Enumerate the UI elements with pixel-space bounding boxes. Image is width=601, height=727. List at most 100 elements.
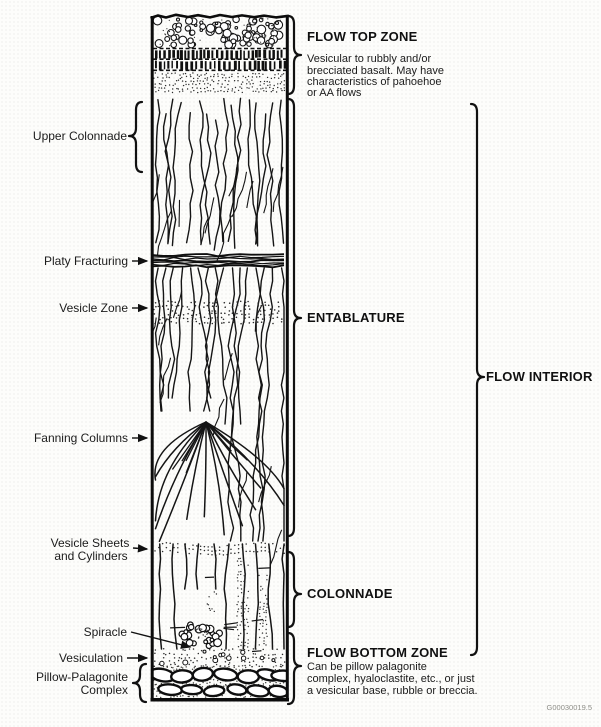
zone-title-flow-top: FLOW TOP ZONE — [307, 29, 418, 44]
spiracle-blob — [185, 638, 194, 647]
pillow-shape — [267, 684, 287, 699]
upper-colonnade-brace — [127, 100, 144, 174]
platy-fracture-line — [152, 253, 285, 258]
fracture-line — [154, 99, 161, 244]
vesicle-blob — [170, 41, 178, 49]
fracture-line — [185, 112, 194, 244]
vesicle-blob — [174, 26, 182, 33]
colonnade-brace — [286, 550, 303, 629]
zone-desc-flow-top-2: brecciated basalt. May have — [307, 65, 444, 77]
fracture-line — [256, 267, 266, 542]
spiracle-arrow — [130, 631, 192, 649]
pillow-shape — [246, 684, 270, 698]
fracture-line — [162, 113, 170, 245]
label-pillow-palagonite-line2: Complex — [81, 683, 128, 697]
vesicle-blob — [187, 37, 194, 44]
vesicle-blob — [214, 21, 219, 26]
fanning-column-line — [186, 421, 207, 521]
fracture-line — [255, 113, 267, 245]
fanning-column-line — [203, 421, 207, 518]
platy-fracture-line — [152, 256, 285, 261]
zone-title-colonnade: COLONNADE — [307, 586, 393, 601]
vesicle-blob — [274, 20, 280, 26]
fracture-line — [187, 267, 196, 412]
pillow-palagonite-brace — [131, 662, 148, 704]
label-vesicle-zone: Vesicle Zone — [59, 301, 128, 315]
pillow-shape — [180, 683, 204, 696]
pillow-shape — [170, 669, 194, 684]
label-vesicle-sheets-line1: Vesicle Sheets — [51, 536, 130, 550]
vesicle-blob — [256, 24, 267, 35]
pillow-shape — [236, 669, 261, 685]
label-fanning-columns: Fanning Columns — [34, 431, 128, 445]
spiracle-blob — [198, 623, 208, 633]
fracture-line — [219, 97, 229, 243]
vesicle-blob — [170, 34, 178, 42]
vesicle-blob — [234, 25, 239, 30]
platy-fracture-line — [152, 261, 284, 265]
label-vesiculation: Vesiculation — [59, 651, 123, 665]
fracture-line — [281, 543, 285, 650]
fanning-column-line — [205, 421, 285, 507]
pillow-shape — [226, 683, 248, 696]
vesicle-sheets-arrow — [132, 544, 149, 553]
fracture-line — [278, 99, 285, 244]
vesicle-blob — [265, 42, 270, 47]
spiracle-blob — [180, 632, 189, 641]
fanning-column-line — [154, 421, 207, 478]
column-rock-textures — [152, 15, 287, 699]
fracture-line — [213, 543, 217, 590]
vesicle-blob — [178, 35, 188, 45]
vesicle-blob — [214, 26, 223, 35]
fracture-line — [214, 267, 228, 425]
vesicle-blob — [252, 18, 258, 24]
vesicle-blob — [164, 36, 171, 42]
flow-bottom-zone-brace — [286, 631, 303, 706]
vesicle-blob — [189, 29, 196, 36]
platy-fracture-line — [152, 264, 285, 269]
fracture-line — [280, 267, 285, 542]
vesicle-blob — [246, 41, 252, 47]
vesicle-blob — [184, 25, 192, 32]
pillow-shape — [191, 666, 215, 682]
column-top-wavy-border — [150, 13, 289, 20]
fracture-line — [230, 267, 249, 542]
fanning-column-line — [154, 421, 207, 481]
fracture-line — [227, 267, 241, 542]
flow-column-frame — [150, 13, 289, 702]
zone-title-entablature: ENTABLATURE — [307, 310, 405, 325]
fracture-line — [266, 102, 275, 247]
vesicle-blob — [175, 17, 181, 22]
fracture-line — [167, 267, 176, 399]
fracture-line — [267, 543, 274, 650]
fracture-line — [183, 543, 188, 590]
spiracle-blob — [183, 629, 189, 635]
figure-id-number: G00030019.5 — [547, 703, 592, 712]
spiracle-blob — [209, 637, 215, 643]
fracture-line — [213, 119, 221, 251]
fanning-column-line — [205, 421, 225, 536]
zone-title-flow-interior: FLOW INTERIOR — [486, 369, 593, 384]
zone-desc-flow-top-1: Vesicular to rubbly and/or — [307, 53, 431, 65]
fracture-line — [227, 97, 242, 242]
fracture-line — [223, 543, 230, 650]
vesicle-blob — [230, 38, 237, 45]
vesicle-blob — [199, 20, 204, 25]
pillow-shape — [157, 683, 184, 697]
vesicle-blob — [256, 36, 266, 45]
vesicle-blob — [246, 25, 252, 32]
zone-title-flow-bottom: FLOW BOTTOM ZONE — [307, 645, 448, 660]
flow-interior-brace — [469, 102, 486, 657]
fracture-line — [257, 267, 274, 542]
pillow-shape — [212, 667, 239, 682]
vesicle-blob — [244, 31, 252, 39]
fracture-line — [164, 98, 174, 243]
label-platy-fracturing: Platy Fracturing — [44, 254, 128, 268]
label-spiracle: Spiracle — [84, 625, 128, 639]
pillow-shape — [270, 669, 287, 683]
fracture-line — [203, 267, 212, 412]
fanning-column-line — [205, 421, 244, 527]
fracture-line — [158, 267, 167, 412]
label-pillow-palagonite-line1: Pillow-Palagonite — [36, 670, 128, 684]
